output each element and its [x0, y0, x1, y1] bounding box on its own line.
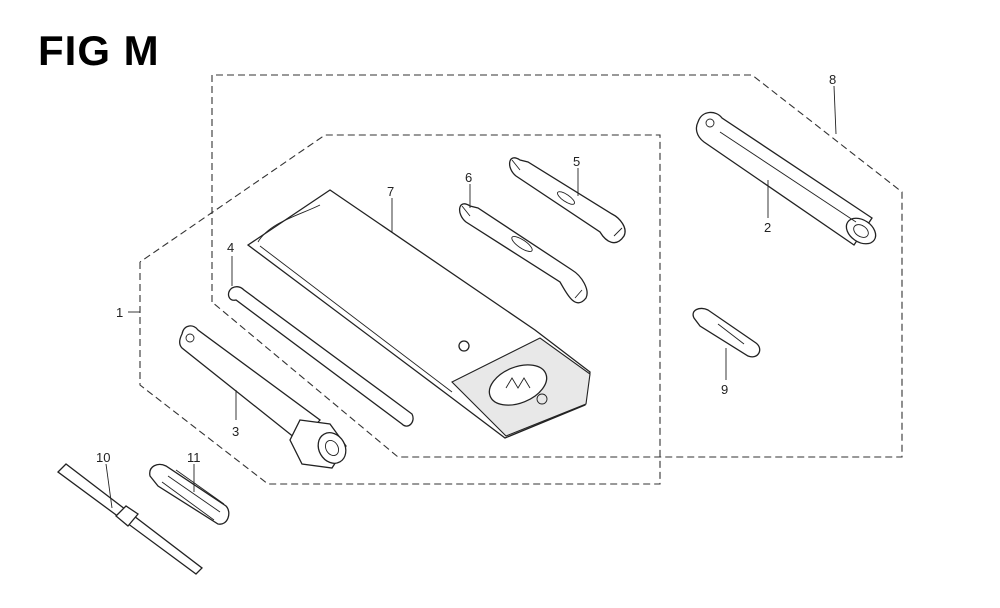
callout-7: 7 [387, 184, 394, 199]
screwdriver-handle-part [149, 463, 230, 525]
small-tool-part [692, 307, 761, 358]
callout-4: 4 [227, 240, 234, 255]
group-boundary-outer [211, 74, 903, 458]
callout-9: 9 [721, 382, 728, 397]
wrench-large-part [459, 203, 588, 304]
figure-title: FIG M [38, 27, 160, 74]
callout-2: 2 [764, 220, 771, 235]
tool-bag-part [246, 189, 591, 439]
callout-3: 3 [232, 424, 239, 439]
plug-wrench-part [179, 325, 347, 469]
leader-lines [105, 85, 837, 509]
callout-10: 10 [96, 450, 110, 465]
callout-8: 8 [829, 72, 836, 87]
callout-1: 1 [116, 305, 123, 320]
screwdriver-blade-part [57, 463, 203, 575]
wrench-small-part [509, 157, 626, 244]
callout-11: 11 [187, 450, 201, 465]
callout-5: 5 [573, 154, 580, 169]
group-boundary-inner [139, 134, 661, 485]
callout-6: 6 [465, 170, 472, 185]
rod-part [227, 286, 414, 427]
box-wrench-part [695, 111, 877, 246]
